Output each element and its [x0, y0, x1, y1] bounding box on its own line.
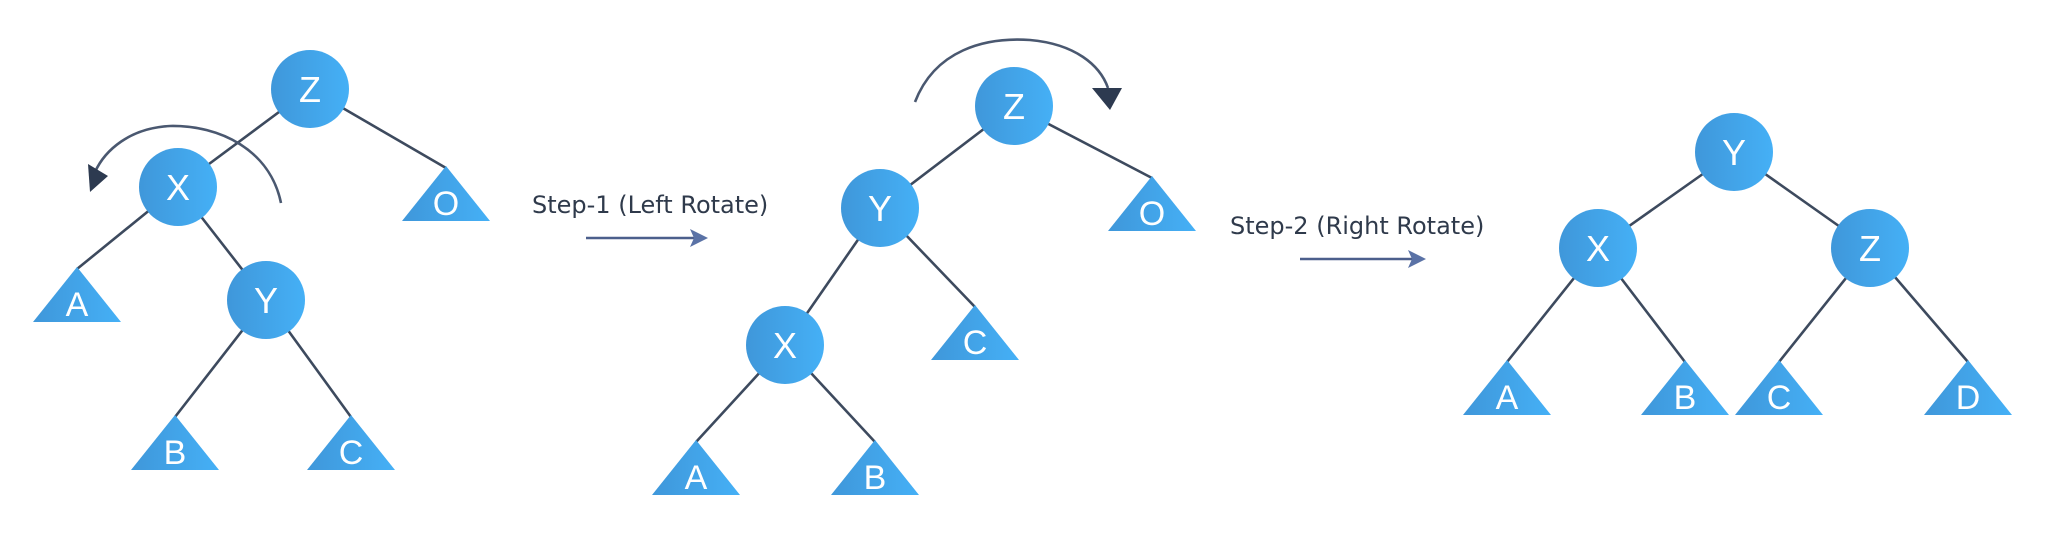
subtree-triangle	[1108, 176, 1196, 231]
tree-1-subtree-A: A	[33, 267, 121, 324]
tree-1-node-Z: Z	[271, 50, 349, 128]
tree-1-subtree-O: O	[402, 166, 490, 223]
step-1-label: Step-1 (Left Rotate)	[532, 191, 768, 219]
node-label: Z	[1859, 228, 1881, 269]
step-2-label: Step-2 (Right Rotate)	[1230, 212, 1484, 240]
subtree-triangle	[1641, 360, 1729, 415]
tree-2-subtree-O: O	[1108, 176, 1196, 233]
subtree-triangle	[131, 415, 219, 470]
tree-1-subtree-B: B	[131, 415, 219, 472]
tree-2-subtree-C: C	[931, 305, 1019, 362]
tree-3-subtree-B: B	[1641, 360, 1729, 417]
node-circle	[1831, 209, 1909, 287]
node-label: Z	[1003, 86, 1025, 127]
node-circle	[975, 67, 1053, 145]
subtree-label: B	[1674, 379, 1697, 417]
node-label: Y	[868, 188, 892, 229]
subtree-label: A	[685, 459, 708, 497]
subtree-triangle	[1924, 360, 2012, 415]
nodes-layer: Z X Y O A B C Z Y X O C A B Y X Z A B C D	[33, 50, 2012, 497]
tree-3-node-Y: Y	[1695, 113, 1773, 191]
node-circle	[1695, 113, 1773, 191]
subtree-label: C	[963, 324, 988, 362]
tree-1-node-X: X	[139, 148, 217, 226]
node-label: Y	[254, 280, 278, 321]
tree-3-node-X: X	[1559, 209, 1637, 287]
step-1-arrow-icon	[586, 229, 708, 247]
subtree-triangle	[931, 305, 1019, 360]
tree-3-node-Z: Z	[1831, 209, 1909, 287]
node-circle	[841, 169, 919, 247]
subtree-triangle	[831, 440, 919, 495]
tree-3-subtree-C: C	[1735, 360, 1823, 417]
tree-2-node-X: X	[746, 306, 824, 384]
node-circle	[271, 50, 349, 128]
tree-2-subtree-A: A	[652, 440, 740, 497]
subtree-triangle	[402, 166, 490, 221]
node-circle	[227, 261, 305, 339]
subtree-label: C	[1767, 379, 1792, 417]
subtree-triangle	[1735, 360, 1823, 415]
node-label: Z	[299, 69, 321, 110]
subtree-triangle	[1463, 360, 1551, 415]
node-circle	[1559, 209, 1637, 287]
subtree-label: B	[164, 434, 187, 472]
subtree-label: D	[1956, 379, 1981, 417]
rotate-right-arrow-icon	[913, 38, 1122, 110]
tree-1-node-Y: Y	[227, 261, 305, 339]
tree-1-subtree-C: C	[307, 415, 395, 472]
subtree-label: A	[1496, 379, 1519, 417]
node-circle	[746, 306, 824, 384]
tree-3-subtree-D: D	[1924, 360, 2012, 417]
subtree-label: O	[433, 185, 459, 223]
node-label: X	[1586, 228, 1610, 269]
step-2-arrow-icon	[1300, 250, 1426, 268]
node-circle	[139, 148, 217, 226]
node-label: X	[166, 167, 190, 208]
subtree-label: O	[1139, 195, 1165, 233]
tree-2-subtree-B: B	[831, 440, 919, 497]
tree-2-node-Y: Y	[841, 169, 919, 247]
rotation-arrows-layer	[88, 38, 1122, 204]
subtree-triangle	[652, 440, 740, 495]
subtree-triangle	[33, 267, 121, 322]
subtree-triangle	[307, 415, 395, 470]
rotate-left-arrow-icon	[88, 124, 283, 204]
subtree-label: B	[864, 459, 887, 497]
subtree-label: C	[339, 434, 364, 472]
node-label: X	[773, 325, 797, 366]
tree-3-subtree-A: A	[1463, 360, 1551, 417]
tree-2-node-Z: Z	[975, 67, 1053, 145]
node-label: Y	[1722, 132, 1746, 173]
subtree-label: A	[66, 286, 89, 324]
